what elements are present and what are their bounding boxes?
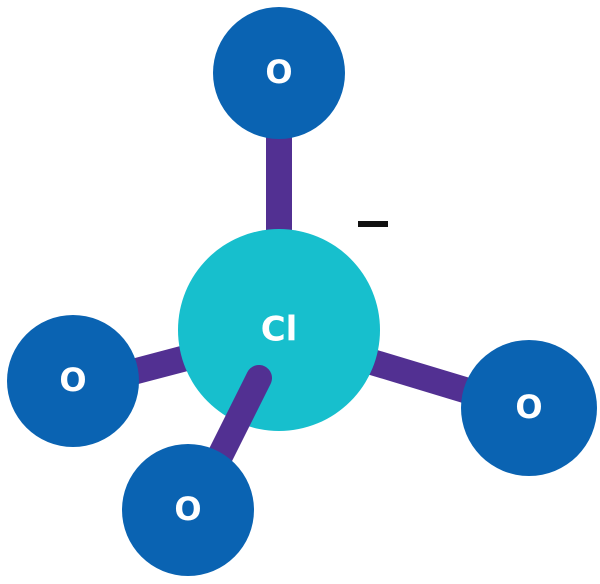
oxygen-atom-front-label: O bbox=[174, 490, 201, 528]
bond-front bbox=[201, 365, 272, 481]
chlorine-atom: Cl bbox=[178, 229, 380, 431]
oxygen-atom-right: O bbox=[461, 340, 597, 476]
oxygen-atom-left-sphere bbox=[7, 315, 139, 447]
negative-charge-sign bbox=[358, 221, 388, 227]
oxygen-atom-top: O bbox=[213, 7, 345, 139]
oxygen-atom-right-sphere bbox=[461, 340, 597, 476]
bond-right bbox=[368, 349, 482, 407]
oxygen-atom-front: O bbox=[122, 444, 254, 576]
chlorine-atom-sphere bbox=[178, 229, 380, 431]
oxygen-atom-top-sphere bbox=[213, 7, 345, 139]
oxygen-atom-left-label: O bbox=[59, 361, 86, 399]
oxygen-atom-right-label: O bbox=[515, 388, 542, 426]
chlorine-atom-label: Cl bbox=[261, 310, 298, 350]
oxygen-atom-top-label: O bbox=[265, 53, 292, 91]
oxygen-atom-front-sphere bbox=[122, 444, 254, 576]
oxygen-atom-left: O bbox=[7, 315, 139, 447]
